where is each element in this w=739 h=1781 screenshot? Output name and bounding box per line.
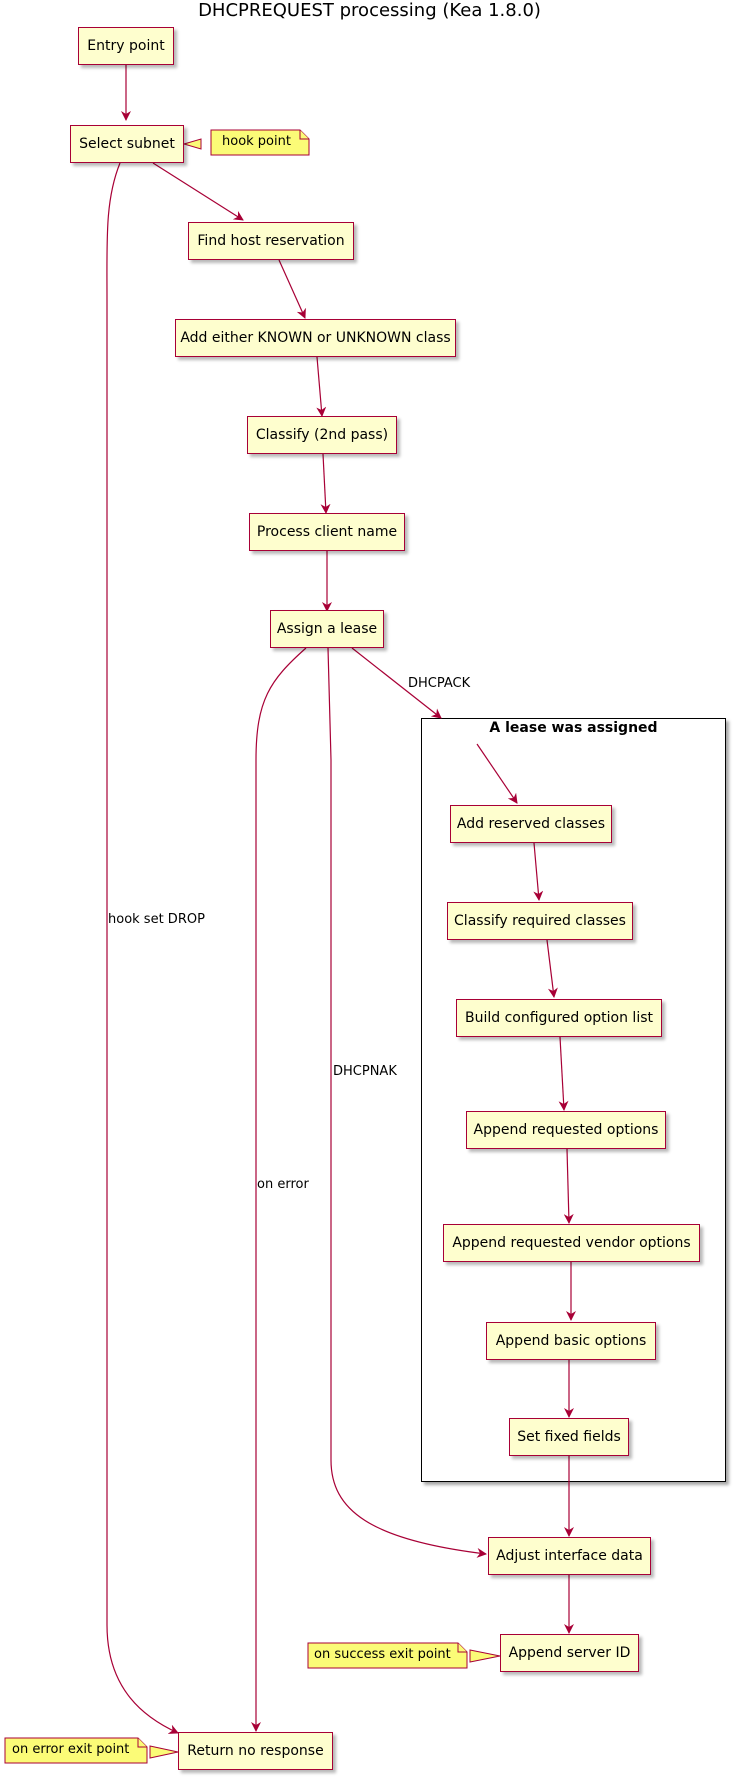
note-on-error-exit: on error exit point [12,1742,130,1757]
note-pointers [149,138,501,1759]
note-on-success-exit: on success exit point [314,1647,451,1662]
notes-shapes [4,129,468,1764]
edge-assign-to-group [351,647,442,719]
node-append-server-id: Append server ID [500,1634,639,1672]
edge-assign-nak-to-adjust [327,647,487,1558]
node-build-option-list: Build configured option list [456,999,662,1037]
node-append-basic-options: Append basic options [486,1322,656,1360]
label-dhcpnak: DHCPNAK [333,1064,397,1079]
diagram-title: DHCPREQUEST processing (Kea 1.8.0) [198,0,541,21]
node-add-known-unknown: Add either KNOWN or UNKNOWN class [175,319,456,357]
node-classify-2nd-pass: Classify (2nd pass) [247,416,397,454]
node-process-client-name: Process client name [249,513,405,551]
edge-assign-error-to-return [251,647,307,1732]
edge-select-drop-to-return [106,162,179,1734]
edge-find-to-known [278,259,306,319]
node-entry-point: Entry point [78,27,174,65]
edge-build-to-append-requested [558,1036,569,1111]
node-append-vendor-options: Append requested vendor options [443,1224,700,1262]
node-return-no-response: Return no response [178,1732,333,1770]
node-adjust-interface-data: Adjust interface data [488,1537,651,1575]
edge-requested-to-vendor [563,1148,574,1224]
edge-select-to-find [152,162,244,221]
group-title: A lease was assigned [489,720,658,736]
edge-required-to-build [546,939,558,998]
node-add-reserved-classes: Add reserved classes [450,805,612,843]
node-classify-required-classes: Classify required classes [447,902,633,940]
edge-classify-to-process [320,453,331,514]
label-hook-set-drop: hook set DROP [108,912,205,927]
node-select-subnet: Select subnet [70,125,184,163]
edge-reserved-to-classify-required [533,842,544,901]
lease-assigned-group [421,718,726,1482]
edge-group-start-to-reserved [476,743,518,804]
note-hook-point: hook point [222,134,291,149]
node-append-requested-options: Append requested options [466,1111,666,1149]
edge-known-to-classify [316,356,327,417]
node-set-fixed-fields: Set fixed fields [509,1418,629,1456]
label-dhcpack: DHCPACK [408,676,471,691]
node-assign-lease: Assign a lease [270,610,384,648]
label-on-error: on error [257,1177,309,1192]
node-find-host-reservation: Find host reservation [188,222,354,260]
